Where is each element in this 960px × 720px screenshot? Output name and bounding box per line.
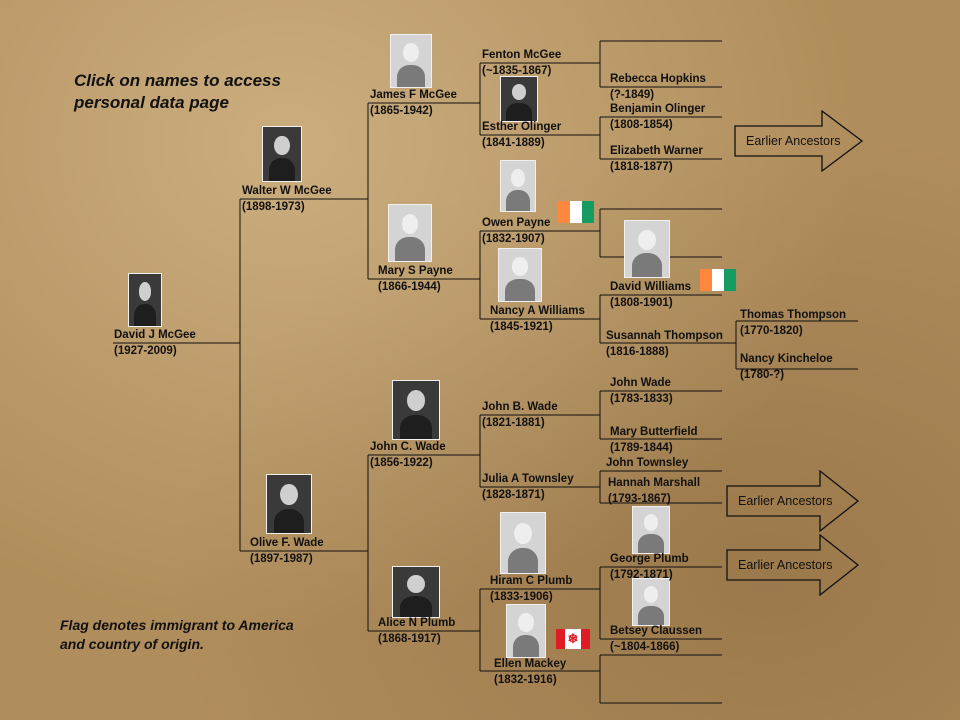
person-dates-susannah-thompson: (1816-1888) — [606, 344, 669, 360]
earlier-ancestors-button[interactable]: Earlier Ancestors — [726, 470, 860, 532]
person-dates-john-c-wade: (1856-1922) — [370, 455, 433, 471]
person-name-olive-f-wade[interactable]: Olive F. Wade — [250, 535, 324, 551]
person-name-julia-a-townsley[interactable]: Julia A Townsley — [482, 471, 574, 487]
person-name-john-b-wade[interactable]: John B. Wade — [482, 399, 558, 415]
person-name-elizabeth-warner[interactable]: Elizabeth Warner — [610, 143, 703, 159]
person-name-owen-payne[interactable]: Owen Payne — [482, 215, 550, 231]
ellen-mackey-photo[interactable] — [506, 604, 546, 658]
person-dates-nancy-kincheloe: (1780-?) — [740, 367, 784, 383]
walter-mcgee-photo[interactable] — [262, 126, 302, 182]
david-williams-photo[interactable] — [624, 220, 670, 278]
person-name-nancy-a-williams[interactable]: Nancy A Williams — [490, 303, 585, 319]
person-name-esther-olinger[interactable]: Esther Olinger — [482, 119, 561, 135]
ireland-flag-icon — [558, 201, 594, 223]
nancy-williams-photo[interactable] — [498, 248, 542, 302]
person-name-mary-s-payne[interactable]: Mary S Payne — [378, 263, 453, 279]
person-name-alice-n-plumb[interactable]: Alice N Plumb — [378, 615, 455, 631]
person-name-rebecca-hopkins[interactable]: Rebecca Hopkins — [610, 71, 706, 87]
person-dates-esther-olinger: (1841-1889) — [482, 135, 545, 151]
person-dates-mary-s-payne: (1866-1944) — [378, 279, 441, 295]
ireland-flag-icon — [700, 269, 736, 291]
john-c-wade-photo[interactable] — [392, 380, 440, 440]
person-dates-owen-payne: (1832-1907) — [482, 231, 545, 247]
person-dates-ellen-mackey: (1832-1916) — [494, 672, 557, 688]
olive-wade-photo[interactable] — [266, 474, 312, 534]
person-name-mary-butterfield[interactable]: Mary Butterfield — [610, 424, 698, 440]
person-name-hannah-marshall[interactable]: Hannah Marshall — [608, 475, 700, 491]
george-plumb-photo[interactable] — [632, 506, 670, 554]
person-dates-david-j-mcgee: (1927-2009) — [114, 343, 177, 359]
person-dates-hannah-marshall: (1793-1867) — [608, 491, 671, 507]
person-dates-hiram-c-plumb: (1833-1906) — [490, 589, 553, 605]
person-dates-benjamin-olinger: (1808-1854) — [610, 117, 673, 133]
person-dates-nancy-a-williams: (1845-1921) — [490, 319, 553, 335]
person-name-david-j-mcgee[interactable]: David J McGee — [114, 327, 196, 343]
person-name-walter-w-mcgee[interactable]: Walter W McGee — [242, 183, 332, 199]
david-mcgee-photo[interactable] — [128, 273, 162, 327]
person-dates-john-wade: (1783-1833) — [610, 391, 673, 407]
person-dates-fenton-mcgee: (~1835-1867) — [482, 63, 551, 79]
person-name-benjamin-olinger[interactable]: Benjamin Olinger — [610, 101, 705, 117]
person-dates-betsey-claussen: (~1804-1866) — [610, 639, 679, 655]
betsey-claussen-photo[interactable] — [632, 578, 670, 626]
person-name-john-c-wade[interactable]: John C. Wade — [370, 439, 446, 455]
flag-note-line-2: and country of origin. — [60, 635, 294, 654]
instructions-line-2: personal data page — [74, 92, 281, 114]
person-name-fenton-mcgee[interactable]: Fenton McGee — [482, 47, 561, 63]
person-name-john-townsley[interactable]: John Townsley — [606, 455, 688, 471]
earlier-ancestors-button[interactable]: Earlier Ancestors — [734, 110, 864, 172]
person-dates-john-b-wade: (1821-1881) — [482, 415, 545, 431]
person-name-thomas-thompson[interactable]: Thomas Thompson — [740, 307, 846, 323]
alice-plumb-photo[interactable] — [392, 566, 440, 618]
instructions-line-1: Click on names to access — [74, 70, 281, 92]
earlier-ancestors-label: Earlier Ancestors — [738, 470, 832, 532]
flag-note: Flag denotes immigrant to America and co… — [60, 616, 294, 654]
hiram-plumb-photo[interactable] — [500, 512, 546, 574]
earlier-ancestors-label: Earlier Ancestors — [738, 534, 832, 596]
person-dates-olive-f-wade: (1897-1987) — [250, 551, 313, 567]
person-name-james-f-mcgee[interactable]: James F McGee — [370, 87, 457, 103]
person-dates-alice-n-plumb: (1868-1917) — [378, 631, 441, 647]
person-dates-mary-butterfield: (1789-1844) — [610, 440, 673, 456]
person-name-susannah-thompson[interactable]: Susannah Thompson — [606, 328, 723, 344]
james-mcgee-photo[interactable] — [390, 34, 432, 88]
esther-olinger-photo[interactable] — [500, 76, 538, 122]
person-name-george-plumb[interactable]: George Plumb — [610, 551, 689, 567]
person-dates-james-f-mcgee: (1865-1942) — [370, 103, 433, 119]
person-name-betsey-claussen[interactable]: Betsey Claussen — [610, 623, 702, 639]
person-dates-george-plumb: (1792-1871) — [610, 567, 673, 583]
person-dates-david-williams: (1808-1901) — [610, 295, 673, 311]
earlier-ancestors-label: Earlier Ancestors — [746, 110, 840, 172]
person-name-ellen-mackey[interactable]: Ellen Mackey — [494, 656, 566, 672]
person-name-nancy-kincheloe[interactable]: Nancy Kincheloe — [740, 351, 833, 367]
canada-flag-icon: ❄ — [556, 629, 590, 649]
flag-note-line-1: Flag denotes immigrant to America — [60, 616, 294, 635]
instructions-text: Click on names to access personal data p… — [74, 70, 281, 114]
mary-payne-photo[interactable] — [388, 204, 432, 262]
earlier-ancestors-button[interactable]: Earlier Ancestors — [726, 534, 860, 596]
person-name-david-williams[interactable]: David Williams — [610, 279, 691, 295]
person-dates-julia-a-townsley: (1828-1871) — [482, 487, 545, 503]
person-dates-elizabeth-warner: (1818-1877) — [610, 159, 673, 175]
person-dates-thomas-thompson: (1770-1820) — [740, 323, 803, 339]
owen-payne-photo[interactable] — [500, 160, 536, 212]
person-name-hiram-c-plumb[interactable]: Hiram C Plumb — [490, 573, 572, 589]
person-dates-walter-w-mcgee: (1898-1973) — [242, 199, 305, 215]
person-name-john-wade[interactable]: John Wade — [610, 375, 671, 391]
